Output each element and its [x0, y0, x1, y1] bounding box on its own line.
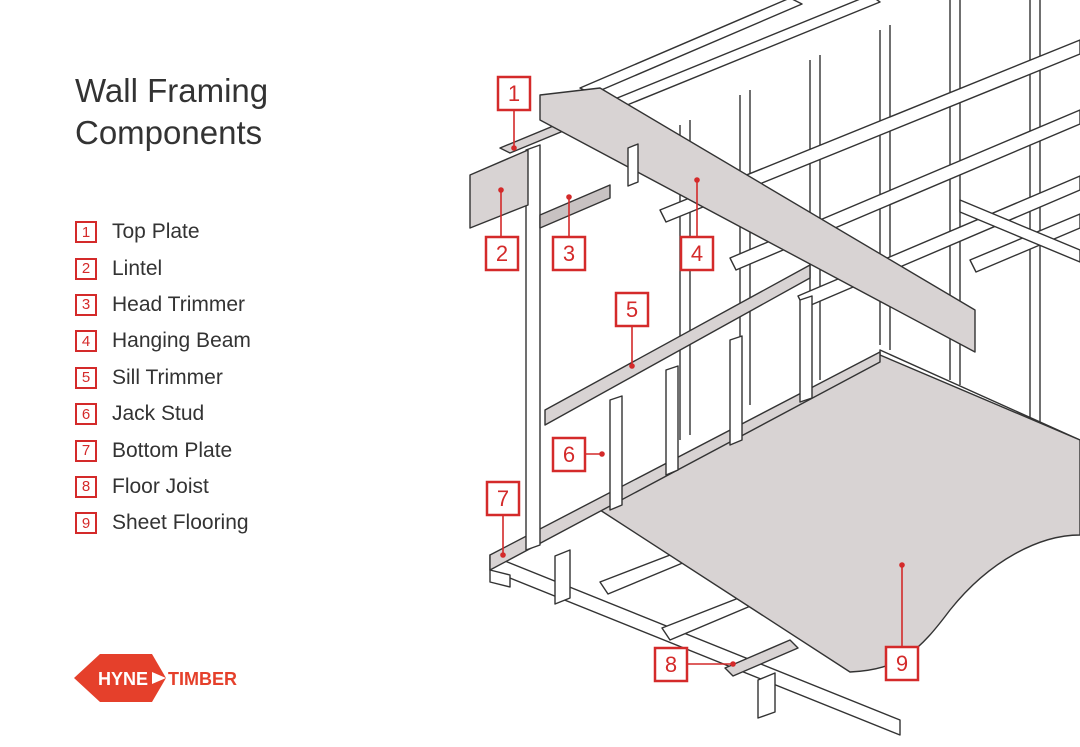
head-trimmer [539, 184, 611, 229]
callout-box-2 [484, 235, 520, 272]
logo-hexagon-shape [74, 654, 166, 702]
dot-9 [899, 562, 905, 568]
legend-item: 3 Head Trimmer [75, 287, 251, 323]
legend-number: 9 [75, 512, 97, 535]
legend-label: Hanging Beam [112, 329, 251, 353]
callout-number: 4 [691, 241, 703, 266]
callout-box-5 [614, 291, 650, 328]
legend: 1 Top Plate 2 Lintel 3 Head Trimmer 4 Hangin… [75, 214, 251, 542]
legend-number: 3 [75, 293, 97, 316]
front-stud-4 [799, 295, 813, 403]
jack-stud [609, 395, 623, 511]
joist-post-1 [554, 549, 571, 605]
dot-8 [730, 661, 736, 667]
callout-number: 8 [665, 652, 677, 677]
legend-number: 6 [75, 403, 97, 426]
legend-label: Head Trimmer [112, 292, 246, 316]
callout-number: 7 [497, 486, 509, 511]
legend-number: 2 [75, 257, 97, 280]
bottom-plate [489, 351, 881, 571]
callout-box-1 [496, 75, 532, 112]
logo-arrow-icon [152, 672, 166, 684]
framing-diagram: 1 2 3 4 5 6 7 8 9 [469, 0, 1080, 736]
callout-box-8 [653, 646, 689, 683]
legend-label: Sill Trimmer [112, 365, 223, 389]
legend-item: 6 Jack Stud [75, 396, 251, 432]
legend-label: Floor Joist [112, 474, 209, 498]
legend-item: 5 Sill Trimmer [75, 360, 251, 396]
legend-item: 4 Hanging Beam [75, 323, 251, 359]
logo-right-word: TIMBER [168, 669, 237, 689]
callout-box-3 [551, 235, 587, 272]
front-stud-2 [665, 365, 679, 476]
right-wall-nog [959, 199, 1080, 263]
legend-item: 9 Sheet Flooring [75, 505, 251, 541]
dot-1 [511, 145, 517, 151]
legend-item: 1 Top Plate [75, 214, 251, 250]
callout-number: 1 [508, 81, 520, 106]
hyne-timber-logo: HYNE TIMBER [74, 654, 237, 702]
joist-post-2 [757, 672, 776, 719]
legend-label: Bottom Plate [112, 438, 233, 462]
legend-number: 5 [75, 366, 97, 389]
legend-number: 4 [75, 330, 97, 353]
callouts: 1 2 3 4 5 6 7 8 9 [484, 75, 920, 683]
dot-4 [694, 177, 700, 183]
hanging-beam-strap [627, 143, 639, 187]
sill-trimmer [544, 264, 811, 426]
dot-7 [500, 552, 506, 558]
front-stud-1 [525, 144, 541, 551]
floor-joist-highlight [724, 639, 799, 677]
callout-box-7 [485, 480, 521, 517]
legend-number: 1 [75, 221, 97, 244]
title-line-1: Wall Framing [75, 72, 269, 109]
legend-item: 2 Lintel [75, 250, 251, 286]
legend-number: 7 [75, 439, 97, 462]
legend-label: Lintel [112, 256, 163, 280]
dot-5 [629, 363, 635, 369]
legend-item: 7 Bottom Plate [75, 432, 251, 468]
front-stud-3 [729, 335, 743, 446]
legend-label: Sheet Flooring [112, 511, 249, 535]
dot-3 [566, 194, 572, 200]
callout-number: 3 [563, 241, 575, 266]
ceiling-joist-4 [969, 213, 1080, 273]
hanging-beam [539, 87, 976, 353]
callout-number: 9 [896, 651, 908, 676]
callout-number: 2 [496, 241, 508, 266]
callout-box-4 [679, 235, 715, 272]
ceiling-joist-1 [659, 39, 1080, 223]
callout-number: 5 [626, 297, 638, 322]
dot-6 [599, 451, 605, 457]
callout-box-6 [551, 436, 587, 473]
legend-label: Top Plate [112, 220, 200, 244]
legend-number: 8 [75, 475, 97, 498]
page-title: Wall Framing Components [75, 70, 375, 154]
legend-label: Jack Stud [112, 402, 205, 426]
legend-item: 8 Floor Joist [75, 469, 251, 505]
dot-2 [498, 187, 504, 193]
bottom-plate-end [489, 569, 511, 588]
callout-box-9 [884, 645, 920, 682]
callout-number: 6 [563, 442, 575, 467]
logo-left-word: HYNE [98, 669, 148, 689]
title-line-2: Components [75, 114, 263, 151]
